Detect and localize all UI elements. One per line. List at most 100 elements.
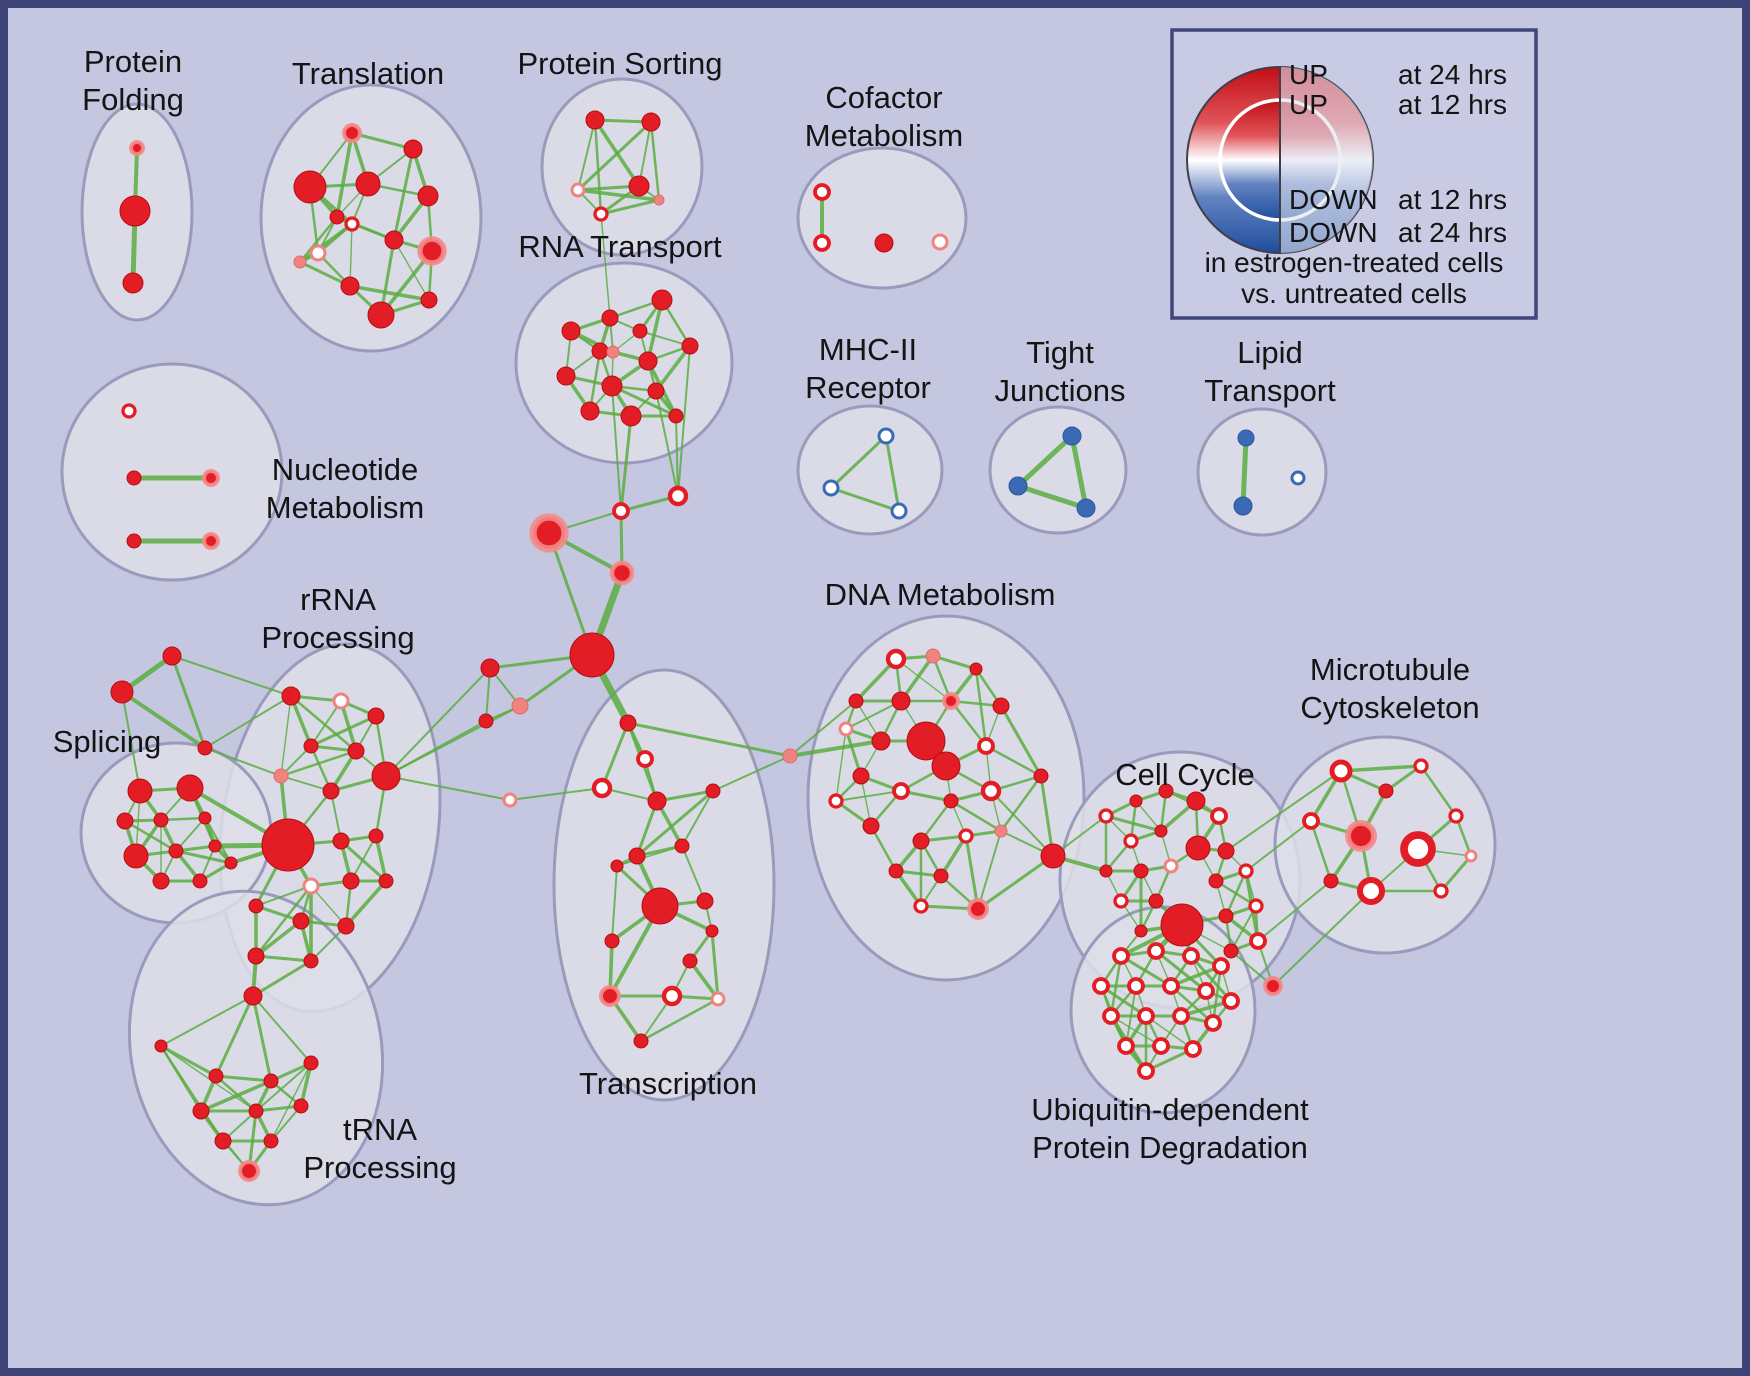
gene-node [367,301,395,329]
gene-node [1182,947,1200,965]
gene-node [224,856,238,870]
gene-node [248,1103,264,1119]
edge [789,700,857,757]
gene-node [121,403,137,419]
gene-node [933,868,949,884]
gene-node [1222,992,1240,1010]
gene-node [1040,843,1066,869]
gene-node [1117,1037,1135,1055]
gene-node [355,171,381,197]
gene-node [667,485,689,507]
cluster-ellipse-nucleotide-metabolism [60,362,284,582]
gene-node [123,843,149,869]
edge [214,1074,273,1083]
gene-node [1184,1040,1202,1058]
gene-node [129,140,145,156]
gene-node [1123,833,1139,849]
gene-node [237,1159,261,1183]
edge [999,704,1043,778]
gene-node [153,812,169,828]
gene-node [417,185,439,207]
gene-node [247,947,265,965]
cluster-label-rrna-processing: rRNA [300,582,376,617]
gene-node [261,818,315,872]
edge [626,721,792,758]
edge [949,799,1003,833]
gene-node [569,632,615,678]
gene-node [1323,873,1339,889]
gene-node [192,873,208,889]
gene-node [263,1073,279,1089]
gene-node [906,721,946,761]
gene-node [1356,876,1386,906]
edge [339,699,358,753]
edge [895,658,952,702]
gene-node [598,984,622,1008]
gene-node [591,342,609,360]
edge [1135,800,1162,832]
edge [1272,890,1372,987]
gene-node [1099,864,1113,878]
gene-node [1172,1007,1190,1025]
edge [681,790,714,847]
gene-node [1448,808,1464,824]
cluster-ellipse-trna-processing [127,889,385,1207]
edge [309,714,378,748]
gene-node [202,532,220,550]
edge [616,845,683,867]
edge [254,884,313,958]
gene-node [1204,1014,1222,1032]
cluster-ellipses [60,77,1497,1207]
edge [600,721,630,790]
edge [254,1104,303,1113]
edge [121,691,141,792]
edge [251,994,273,1083]
edge [619,414,633,513]
edge [350,131,415,151]
edge [1214,879,1258,908]
edge [298,215,339,264]
gene-node [303,738,319,754]
edge [344,879,388,928]
gene-node [248,898,264,914]
cluster-label-microtubule-cytoskeleton: Cytoskeleton [1300,690,1479,725]
edge [254,919,303,958]
gene-node [620,405,642,427]
legend-dial-fade [1280,67,1373,253]
gene-node [913,898,929,914]
edge [279,749,358,778]
gene-node [302,877,320,895]
cluster-label-microtubule-cytoskeleton: Microtubule [1310,652,1470,687]
gene-node [1249,932,1267,950]
gene-node [119,195,151,227]
edge [654,344,692,393]
gene-node [633,1033,649,1049]
gene-node [344,216,360,232]
edge [949,699,988,748]
cluster-label-trna-processing: Processing [303,1150,456,1185]
cluster-label-dna-metabolism: DNA Metabolism [825,577,1056,612]
gene-node [641,887,679,925]
gene-node [1098,808,1114,824]
gene-node [1092,977,1110,995]
gene-node [273,768,289,784]
gene-node [198,811,212,825]
edge [1069,433,1089,511]
gene-node [292,912,310,930]
gene-node [1008,476,1028,496]
gene-node [342,872,360,890]
legend-direction-label: UP [1289,59,1328,90]
edge [688,959,720,1001]
gene-node [912,832,930,850]
cluster-label-lipid-transport: Transport [1204,373,1336,408]
edge [974,667,988,748]
gene-node [628,847,646,865]
gene-node [874,233,894,253]
edge [788,739,883,758]
gene-node [931,751,961,781]
gene-node [1345,820,1377,852]
edge [335,131,354,219]
gene-node [1290,470,1306,486]
edge [675,415,679,497]
